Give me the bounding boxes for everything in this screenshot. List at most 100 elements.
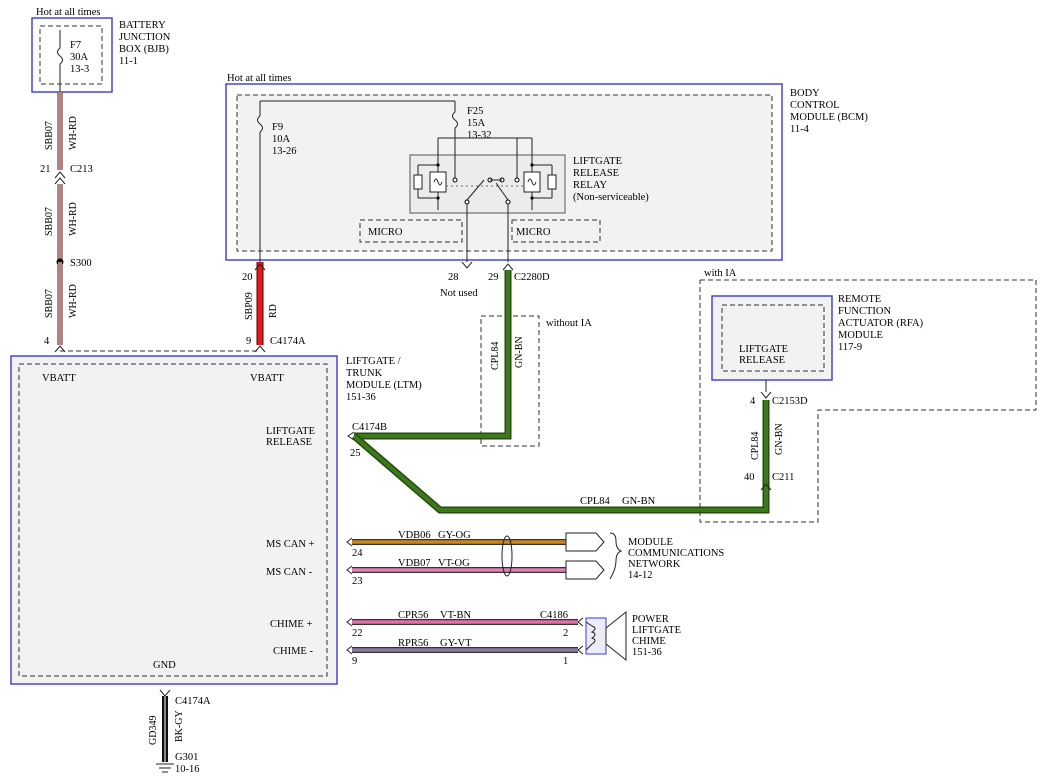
gd349-color: BK-GY (174, 710, 185, 742)
bjb-outline (31, 17, 113, 93)
fuse-f7-rating: 30A (70, 52, 89, 63)
ltm-chime-minus: CHIME - (273, 646, 313, 657)
ltm-liftgate-release-line2: RELEASE (266, 437, 312, 448)
bjb-name-line2: JUNCTION (119, 32, 171, 43)
sbb07-upper-circuit: SBB07 (44, 121, 55, 150)
fuse-f7-id: F7 (70, 40, 81, 51)
body-control-module: Hot at all times BODY CONTROL MODULE (BC… (225, 73, 868, 345)
ground-connector-icon (159, 689, 171, 697)
chime-pin2: 2 (563, 628, 568, 639)
rfa-name-line2: FUNCTION (838, 306, 892, 317)
ltm-ref: 151-36 (346, 392, 376, 403)
relay-label-line4: (Non-serviceable) (573, 192, 649, 203)
rfa-name-line1: REMOTE (838, 294, 881, 305)
ltm-name-line3: MODULE (LTM) (346, 380, 422, 391)
network-label-line1: MODULE (628, 537, 673, 548)
gd349-circuit: GD349 (148, 716, 159, 745)
fuse-f9-icon (257, 115, 263, 133)
ltm-vbatt-right: VBATT (250, 373, 284, 384)
rfa-module: with IA LIFTGATE RELEASE REMOTE FUNCTION… (699, 268, 1037, 523)
fuse-f25-id: F25 (467, 106, 483, 117)
ltm-pin4-connector-icon (54, 345, 66, 353)
fuse-f9-id: F9 (272, 122, 283, 133)
fuse-f9-ref: 13-26 (272, 146, 297, 157)
c211-pin: 40 (744, 472, 755, 483)
vdb06-color: GY-OG (438, 530, 471, 541)
without-ia-label: without IA (546, 318, 592, 329)
relay-label-line3: RELAY (573, 180, 607, 191)
relay-common-right (505, 199, 511, 205)
fuse-f7-icon (57, 47, 63, 65)
vdb06-circuit: VDB06 (398, 530, 431, 541)
rfa-liftgate-release-line2: RELEASE (739, 355, 785, 366)
relay-label-line2: RELEASE (573, 168, 619, 179)
rpr56-circuit: RPR56 (398, 638, 428, 649)
bcm-pin20-connector-icon (254, 263, 266, 271)
relay-diode-right-icon (547, 174, 557, 190)
fuse-f25-ref: 13-32 (467, 130, 492, 141)
bjb-name-line3: BOX (BJB) (119, 44, 169, 55)
chime-speaker-cone-icon (605, 610, 627, 662)
ltm-pin9-chime-connector-icon (346, 645, 353, 655)
cpl84-vertical-color: GN-BN (514, 336, 525, 368)
network-brace-icon (609, 532, 623, 580)
rfa-cpl84-circuit: CPL84 (750, 432, 761, 460)
ltm-pin24-connector-icon (346, 537, 353, 547)
relay-switch-left (466, 179, 485, 201)
liftgate-trunk-module: LIFTGATE / TRUNK MODULE (LTM) 151-36 VBA… (10, 355, 422, 685)
ltm-pin22-connector-icon (346, 617, 353, 627)
micro-right (511, 219, 601, 243)
rfa-name-line4: MODULE (838, 330, 883, 341)
cpl84-vertical-circuit: CPL84 (490, 342, 501, 370)
ltm-pin25: 25 (350, 448, 361, 459)
bcm-name-line1: BODY (790, 88, 820, 99)
relay-contact-nc-left (452, 177, 458, 183)
rfa-outline (711, 295, 833, 381)
rfa-cpl84-color: GN-BN (774, 423, 785, 455)
relay-common-left (464, 199, 470, 205)
chime-ref: 151-36 (632, 647, 662, 658)
ltm-gnd: GND (153, 660, 176, 671)
s300-splice-label: S300 (70, 258, 92, 269)
c213-connector: C213 (70, 164, 93, 175)
ltm-pin23-connector-icon (346, 565, 353, 575)
ground-id-g301: G301 (175, 752, 198, 763)
cpl84-without-ia-wire (354, 270, 510, 438)
sbb07-lower-color: WH-RD (68, 284, 79, 318)
rpr56-color: GY-VT (440, 638, 472, 649)
sbb07-upper-color: WH-RD (68, 116, 79, 150)
rfa-inner-outline (721, 304, 825, 372)
ltm-outline (10, 355, 338, 685)
ltm-pin9: 9 (246, 336, 251, 347)
rfa-ref: 117-9 (838, 342, 862, 353)
micro-right-label: MICRO (516, 227, 551, 238)
ltm-ms-can-minus: MS CAN - (266, 567, 313, 578)
rfa-name-line3: ACTUATOR (RFA) (838, 318, 924, 329)
bjb-ref: 11-1 (119, 56, 138, 67)
chime-pin1: 1 (563, 656, 568, 667)
ltm-vbatt-left: VBATT (42, 373, 76, 384)
bcm-pin29: 29 (488, 272, 499, 283)
chime-name-line3: CHIME (632, 636, 666, 647)
sbp09-circuit: SBP09 RD 9 C4174A (244, 292, 306, 353)
bjb-name-line1: BATTERY (119, 20, 166, 31)
bcm-name-line2: CONTROL (790, 100, 840, 111)
ltm-chime-pin9: 9 (352, 656, 357, 667)
ltm-pin9-connector-icon (254, 345, 266, 353)
ltm-connector-c4174a: C4174A (270, 336, 306, 347)
micro-left-label: MICRO (368, 227, 403, 238)
bcm-pin28: 28 (448, 272, 459, 283)
rfa-connector-c2153d: C2153D (772, 396, 808, 407)
relay-switch-right (495, 182, 509, 201)
rfa-liftgate-release-line1: LIFTGATE (739, 344, 788, 355)
network-label-line3: NETWORK (628, 559, 681, 570)
sbp09-color-label: RD (268, 304, 279, 318)
rfa-pin4: 4 (750, 396, 756, 407)
ground-circuit: C4174A GD349 BK-GY G301 10-16 (148, 689, 211, 775)
ground-ref: 10-16 (175, 764, 200, 775)
liftgate-release-wiring: without IA CPL84 GN-BN CPL84 GN-BN C4174… (347, 270, 770, 514)
ltm-name-line1: LIFTGATE / (346, 356, 401, 367)
c213-pin: 21 (40, 164, 51, 175)
twisted-pair-icon (501, 535, 513, 577)
chime-name-line2: LIFTGATE (632, 625, 681, 636)
